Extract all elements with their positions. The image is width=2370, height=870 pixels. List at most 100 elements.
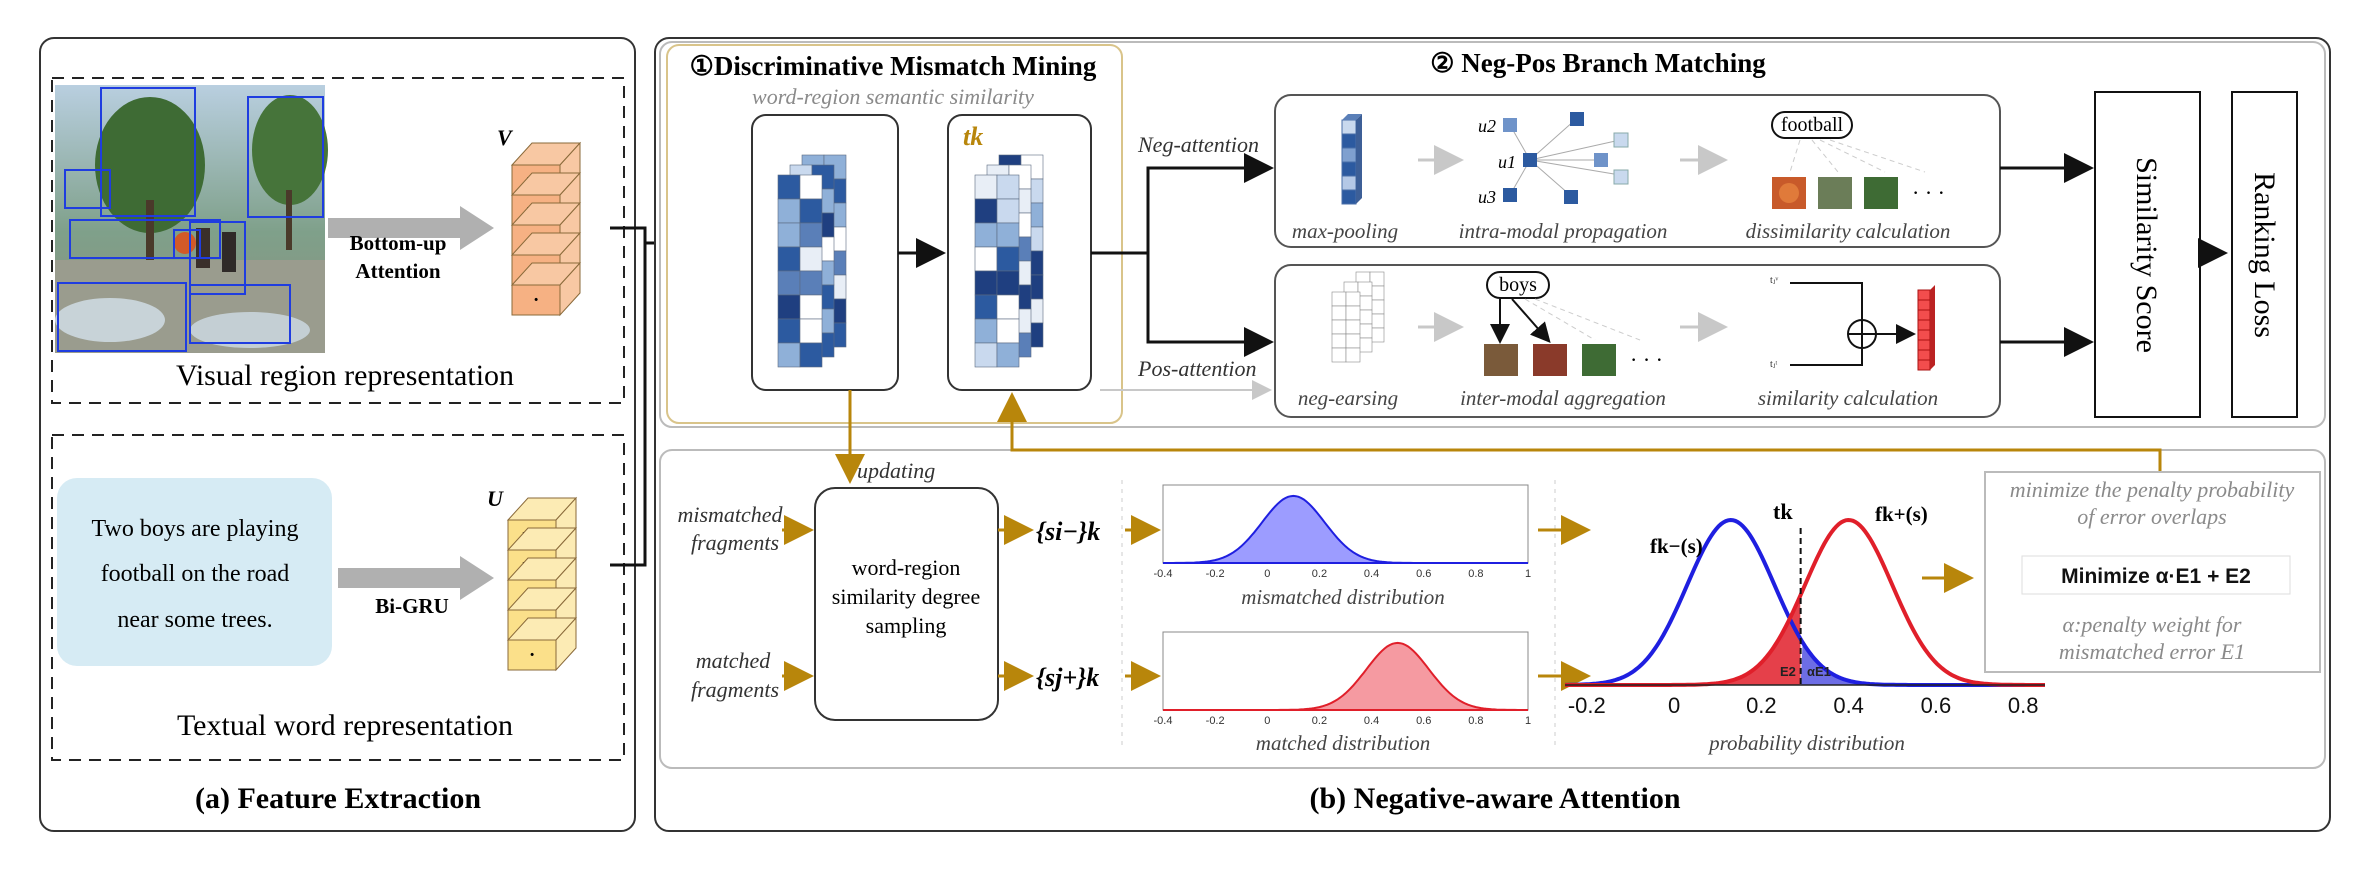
penalty-text-1: minimize the penalty probability bbox=[2010, 477, 2295, 502]
cube-cell bbox=[799, 270, 823, 296]
neg-attention-label: Neg-attention bbox=[1137, 132, 1259, 157]
x-tick-label: -0.2 bbox=[1206, 568, 1225, 580]
cube-cell bbox=[974, 294, 998, 320]
distribution-curve bbox=[1163, 641, 1528, 711]
u-label: U bbox=[487, 486, 504, 511]
cube-cell bbox=[777, 270, 801, 296]
matched-fragments-2: fragments bbox=[691, 677, 779, 702]
x-tick-label: 0.8 bbox=[1468, 568, 1483, 580]
sentence-line-1: Two boys are playing bbox=[92, 516, 299, 542]
cube-cell bbox=[799, 294, 823, 320]
matched-distribution-label: matched distribution bbox=[1256, 731, 1430, 755]
svg-text:tⱼᵛ: tⱼᵛ bbox=[1770, 275, 1778, 286]
cube-cell bbox=[1331, 347, 1347, 363]
cube-cell bbox=[777, 342, 801, 368]
u3-node-label: u3 bbox=[1478, 187, 1496, 207]
x-tick-label: 0 bbox=[1264, 568, 1270, 580]
x-tick-label: -0.2 bbox=[1206, 715, 1225, 727]
ae1-label: αE1 bbox=[1807, 664, 1831, 679]
cube-cell bbox=[974, 270, 998, 296]
x-tick-label: 0.4 bbox=[1364, 568, 1379, 580]
mismatched-fragments-2: fragments bbox=[691, 530, 779, 555]
u1-node-label: u1 bbox=[1498, 152, 1516, 172]
minimize-box bbox=[2021, 555, 2291, 595]
ranking-loss-box bbox=[2231, 91, 2298, 418]
tk-label: tk bbox=[963, 122, 983, 151]
cube-cell bbox=[996, 246, 1020, 272]
street-photo bbox=[55, 85, 328, 353]
neg-erasing-cube bbox=[1331, 271, 1385, 363]
mismatched-fragments-1: mismatched bbox=[677, 502, 783, 527]
v-cell bbox=[511, 284, 561, 316]
cube-cell bbox=[996, 198, 1020, 224]
bottom-up-label-2: Attention bbox=[355, 259, 440, 283]
v-label: V bbox=[497, 125, 514, 150]
distribution-curve bbox=[1163, 494, 1528, 564]
cube-cell bbox=[996, 222, 1020, 248]
similarity-score-label: Similarity Score bbox=[2130, 157, 2163, 353]
cube-cell bbox=[996, 294, 1020, 320]
cube-cell bbox=[1331, 291, 1347, 307]
x-tick-label: 0.2 bbox=[1746, 693, 1777, 718]
textual-caption: Textual word representation bbox=[177, 709, 513, 742]
sentence-box bbox=[57, 478, 332, 666]
cube-cell bbox=[996, 342, 1020, 368]
cube-cell bbox=[799, 198, 823, 224]
textual-feature-stack: u1u2··· bbox=[506, 496, 578, 672]
similarity-score-box bbox=[2094, 91, 2201, 418]
inter-modal-label: inter-modal aggregation bbox=[1460, 386, 1666, 410]
sampling-line-1: word-region bbox=[852, 555, 961, 580]
panel-b-title: (b) Negative-aware Attention bbox=[1309, 782, 1680, 815]
similarity-calc-label: similarity calculation bbox=[1758, 386, 1938, 410]
x-tick-label: 0.6 bbox=[1416, 715, 1431, 727]
error-area-e1 bbox=[1800, 642, 2045, 685]
fk-plus-label: fk+(s) bbox=[1875, 502, 1928, 526]
cube-cell bbox=[1345, 305, 1361, 321]
cube-cell bbox=[799, 342, 823, 368]
cube-cell bbox=[974, 198, 998, 224]
sampling-box bbox=[814, 487, 999, 721]
x-tick-label: 0.4 bbox=[1364, 715, 1379, 727]
panel-a-title: (a) Feature Extraction bbox=[195, 782, 481, 815]
cube-cell bbox=[996, 270, 1020, 296]
x-tick-label: 0.8 bbox=[2008, 693, 2039, 718]
cube-cell bbox=[777, 246, 801, 272]
pos-attention-label: Pos-attention bbox=[1137, 356, 1257, 381]
sentence-line-3: near some trees. bbox=[117, 607, 272, 633]
cube-cell bbox=[974, 222, 998, 248]
bigru-arrow bbox=[338, 556, 494, 600]
bigru-label: Bi-GRU bbox=[375, 594, 449, 618]
boys-tag: boys bbox=[1499, 274, 1537, 296]
u-item-label: · bbox=[530, 645, 535, 666]
x-tick-label: -0.4 bbox=[1154, 715, 1173, 727]
x-tick-label: 0 bbox=[1668, 693, 1680, 718]
npbm-title: ② Neg-Pos Branch Matching bbox=[1430, 48, 1766, 78]
updating-label: updating bbox=[857, 458, 935, 483]
cube-cell bbox=[777, 198, 801, 224]
cube-cell bbox=[777, 318, 801, 344]
cube-cell bbox=[799, 246, 823, 272]
cube-cell bbox=[996, 174, 1020, 200]
cube-cell bbox=[799, 318, 823, 344]
cube-cell bbox=[996, 318, 1020, 344]
dissimilarity-group: football · · · bbox=[1771, 111, 1945, 209]
tk-threshold-label: tk bbox=[1773, 499, 1793, 524]
x-tick-label: 0.2 bbox=[1312, 715, 1327, 727]
v-item-label: · bbox=[534, 290, 539, 311]
sampling-line-2: similarity degree bbox=[832, 584, 980, 609]
cube-cell bbox=[974, 246, 998, 272]
cube-cell bbox=[974, 318, 998, 344]
sampling-line-3: sampling bbox=[866, 613, 947, 638]
cube-cell bbox=[1345, 333, 1361, 349]
matched-fragments-1: matched bbox=[696, 648, 772, 673]
bottom-up-arrow bbox=[328, 206, 494, 250]
alpha-text-1: α:penalty weight for bbox=[2063, 612, 2242, 637]
cube-cell bbox=[1345, 319, 1361, 335]
cube-cell bbox=[777, 294, 801, 320]
panel-negative-aware-attention: (b) Negative-aware Attention ①Discrimina… bbox=[654, 37, 2331, 832]
similarity-cube bbox=[777, 154, 847, 368]
x-tick-label: -0.4 bbox=[1154, 568, 1173, 580]
u2-node-label: u2 bbox=[1478, 116, 1496, 136]
x-tick-label: 0.4 bbox=[1833, 693, 1864, 718]
